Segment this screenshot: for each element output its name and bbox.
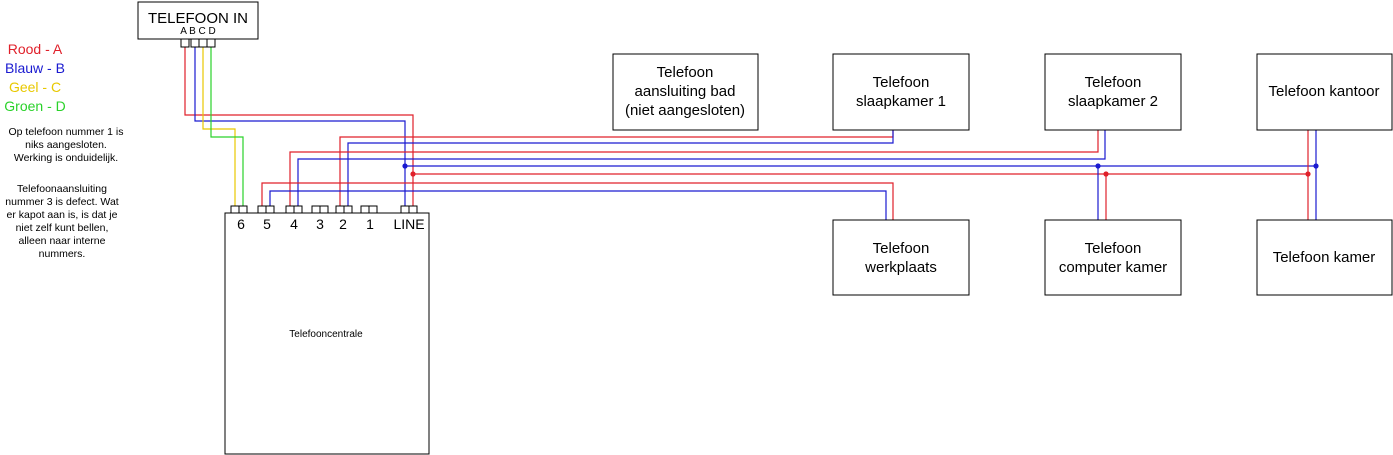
phone-label-line: Telefoon xyxy=(873,240,930,257)
legend: Rood - A Blauw - B Geel - C Groen - D xyxy=(4,41,65,114)
note-line: Werking is onduidelijk. xyxy=(14,152,118,164)
junction-dot xyxy=(1095,163,1101,169)
wire-port2-slaapkamer1-blue xyxy=(347,130,894,206)
note-telefoon-1: Op telefoon nummer 1 is niks aangesloten… xyxy=(9,126,124,164)
phone-werkplaats: Telefoon werkplaats xyxy=(832,219,970,296)
legend-blauw: Blauw - B xyxy=(5,60,65,76)
phone-bad: Telefoon aansluiting bad (niet aangeslot… xyxy=(612,53,759,131)
note-line: Op telefoon nummer 1 is xyxy=(9,126,124,138)
wires xyxy=(184,47,1319,220)
junction-dot xyxy=(1313,163,1319,169)
telefoon-in-title: TELEFOON IN xyxy=(148,10,248,27)
phone-computer-kamer: Telefoon computer kamer xyxy=(1044,219,1182,296)
note-line: alleen naar interne xyxy=(19,235,106,247)
phone-slaapkamer-2: Telefoon slaapkamer 2 xyxy=(1044,53,1182,131)
phone-label-line: Telefoon kamer xyxy=(1273,249,1376,266)
wire-port2-slaapkamer1-red xyxy=(339,130,894,206)
wire-port5-werkplaats-blue xyxy=(269,190,887,220)
phone-label-line: (niet aangesloten) xyxy=(625,102,745,119)
port-line-label: LINE xyxy=(393,216,424,232)
phone-label-line: computer kamer xyxy=(1059,259,1167,276)
phone-label-line: werkplaats xyxy=(864,259,937,276)
telefoon-in-block: TELEFOON IN A B C D xyxy=(137,1,259,48)
note-line: nummers. xyxy=(39,248,86,260)
phone-kantoor: Telefoon kantoor xyxy=(1256,53,1393,131)
port-1-label: 1 xyxy=(366,216,374,232)
note-telefoon-3: Telefoonaansluiting nummer 3 is defect. … xyxy=(5,183,118,260)
telefoon-in-pin-labels: A B C D xyxy=(180,26,216,37)
junction-dot xyxy=(1103,171,1109,177)
phone-label-line: Telefoon xyxy=(657,64,714,81)
wire-d-to-port6 xyxy=(210,47,244,206)
wire-port4-slaapkamer2-blue xyxy=(297,130,1106,206)
wire-c-to-port6 xyxy=(202,47,236,206)
port-6-label: 6 xyxy=(237,216,245,232)
port-3-label: 3 xyxy=(316,216,324,232)
note-line: niks aangesloten. xyxy=(25,139,107,151)
wire-port5-werkplaats-red xyxy=(261,182,894,220)
legend-groen: Groen - D xyxy=(4,98,65,114)
phone-label-line: Telefoon xyxy=(1085,240,1142,257)
centrale-label: Telefooncentrale xyxy=(289,329,363,340)
junction-dot xyxy=(410,171,416,177)
phone-label-line: slaapkamer 2 xyxy=(1068,93,1158,110)
phone-label-line: Telefoon kantoor xyxy=(1269,83,1380,100)
phone-label-line: slaapkamer 1 xyxy=(856,93,946,110)
phone-label-line: Telefoon xyxy=(1085,74,1142,91)
note-line: nummer 3 is defect. Wat xyxy=(5,196,118,208)
wire-b-to-line xyxy=(194,47,406,206)
port-5-label: 5 xyxy=(263,216,271,232)
phone-kamer: Telefoon kamer xyxy=(1256,219,1393,296)
wire-a-to-line xyxy=(184,47,414,206)
note-line: Telefoonaansluiting xyxy=(17,183,107,195)
wire-port4-slaapkamer2-red xyxy=(289,130,1099,206)
phone-slaapkamer-1: Telefoon slaapkamer 1 xyxy=(832,53,970,131)
telefooncentrale: Telefooncentrale 6 5 4 3 2 1 LINE xyxy=(224,205,430,455)
legend-geel: Geel - C xyxy=(9,79,61,95)
junction-dot xyxy=(402,163,408,169)
note-line: niet zelf kunt bellen, xyxy=(16,222,109,234)
legend-rood: Rood - A xyxy=(8,41,63,57)
phone-label-line: Telefoon xyxy=(873,74,930,91)
junction-dot xyxy=(1305,171,1311,177)
phone-label-line: aansluiting bad xyxy=(635,83,736,100)
port-4-label: 4 xyxy=(290,216,298,232)
port-2-label: 2 xyxy=(339,216,347,232)
note-line: er kapot aan is, is dat je xyxy=(7,209,118,221)
